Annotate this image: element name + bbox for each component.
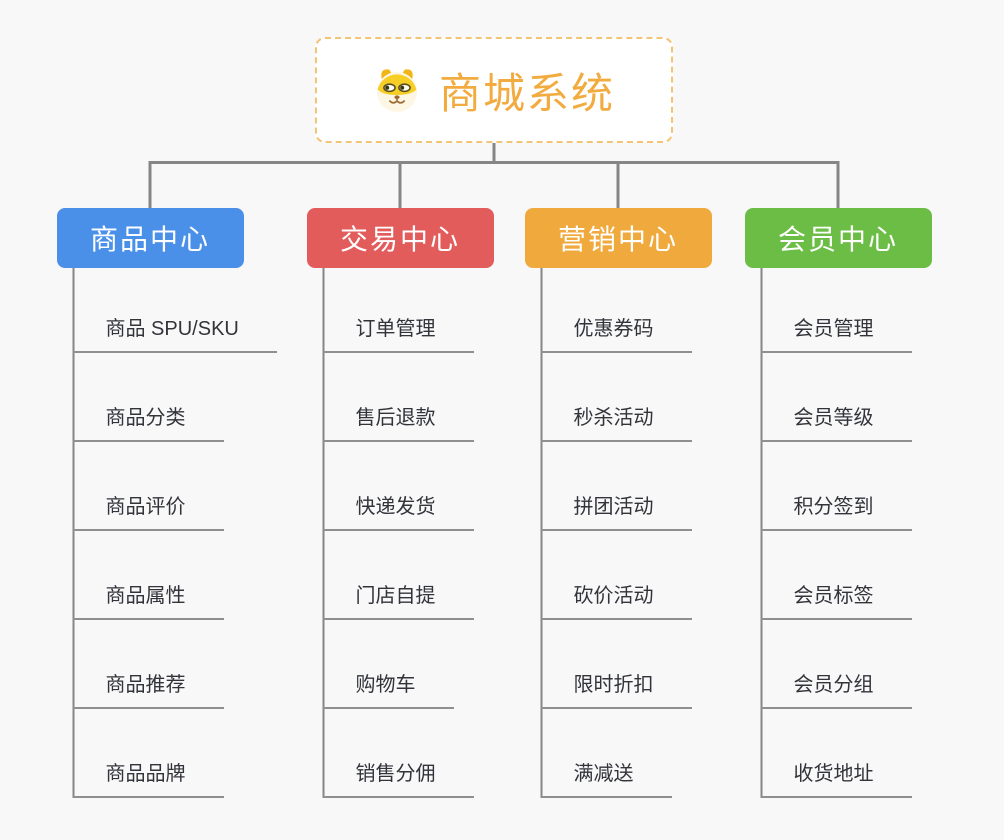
leaf-node[interactable]: 门店自提 bbox=[322, 582, 474, 620]
leaf-node[interactable]: 商品评价 bbox=[72, 493, 224, 531]
leaf-node[interactable]: 会员等级 bbox=[760, 404, 912, 442]
leaf-node[interactable]: 商品推荐 bbox=[72, 671, 224, 709]
leaf-node[interactable]: 商品品牌 bbox=[72, 760, 224, 798]
branch-label: 会员中心 bbox=[777, 224, 898, 255]
leaf-node[interactable]: 会员标签 bbox=[760, 582, 912, 620]
branch-node-1[interactable]: 商品中心 bbox=[56, 208, 244, 268]
leaf-node[interactable]: 收货地址 bbox=[760, 760, 912, 798]
leaf-node[interactable]: 积分签到 bbox=[760, 493, 912, 531]
leaf-node[interactable]: 限时折扣 bbox=[540, 671, 692, 709]
branch-label: 交易中心 bbox=[339, 224, 460, 255]
leaf-node[interactable]: 商品 SPU/SKU bbox=[72, 315, 277, 353]
branch-node-2[interactable]: 交易中心 bbox=[306, 208, 494, 268]
leaf-node[interactable]: 销售分佣 bbox=[322, 760, 474, 798]
branch-label: 营销中心 bbox=[557, 224, 678, 255]
leaf-node[interactable]: 会员分组 bbox=[760, 671, 912, 709]
leaf-node[interactable]: 秒杀活动 bbox=[540, 404, 692, 442]
leaf-node[interactable]: 售后退款 bbox=[322, 404, 474, 442]
branch-node-4[interactable]: 会员中心 bbox=[744, 208, 932, 268]
root-node[interactable]: 商城系统 bbox=[315, 37, 673, 143]
root-title: 商城系统 bbox=[438, 69, 615, 117]
leaf-node[interactable]: 商品分类 bbox=[72, 404, 224, 442]
leaf-node[interactable]: 拼团活动 bbox=[540, 493, 692, 531]
leaf-node[interactable]: 购物车 bbox=[322, 671, 454, 709]
leaf-node[interactable]: 订单管理 bbox=[322, 315, 474, 353]
leaf-node[interactable]: 快递发货 bbox=[322, 493, 474, 531]
leaf-node[interactable]: 商品属性 bbox=[72, 582, 224, 620]
branch-label: 商品中心 bbox=[89, 224, 210, 255]
branch-node-3[interactable]: 营销中心 bbox=[524, 208, 712, 268]
leaf-node[interactable]: 优惠券码 bbox=[540, 315, 692, 353]
leaf-node[interactable]: 满减送 bbox=[540, 760, 672, 798]
dog-face-icon bbox=[373, 66, 421, 114]
leaf-node[interactable]: 砍价活动 bbox=[540, 582, 692, 620]
leaf-node[interactable]: 会员管理 bbox=[760, 315, 912, 353]
